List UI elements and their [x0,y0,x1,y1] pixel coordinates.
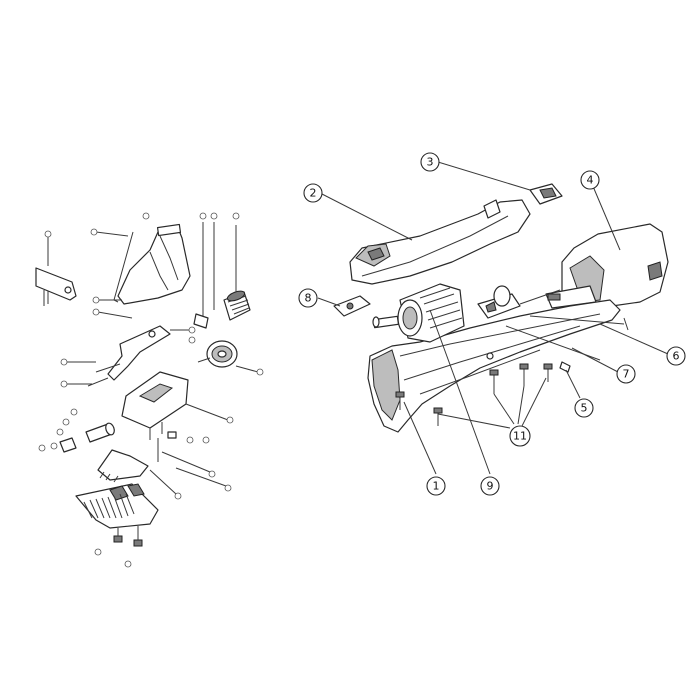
drive-gear [197,340,238,368]
callout-6: 6 [666,346,686,366]
callouts: 1 2 3 4 5 6 7 8 [298,152,686,496]
svg-text:11: 11 [513,430,527,443]
svg-text:4: 4 [587,174,594,187]
callout-2: 2 [303,183,323,203]
svg-text:5: 5 [581,402,588,415]
svg-text:8: 8 [305,292,312,305]
part-3-clip [529,183,563,205]
callout-3: 3 [420,152,440,172]
rubber-boot [117,223,191,305]
internal-board [477,285,561,319]
part-8-switch [333,295,371,317]
part-9-motor [372,283,465,343]
right-leader-lines [317,161,669,475]
svg-text:7: 7 [623,368,630,381]
callout-7: 7 [616,364,636,384]
guard-plate [35,250,77,306]
svg-text:6: 6 [673,350,680,363]
callout-4: 4 [580,170,600,190]
callout-5: 5 [574,398,594,418]
right-assembly [317,161,669,475]
blade-lever [87,325,171,387]
part-6-rod [529,315,629,331]
svg-text:1: 1 [433,480,440,493]
cutter-blade [97,449,149,483]
head-housing [121,371,189,440]
callout-11: 11 [509,425,531,447]
pins [193,222,215,329]
part-5-screw [559,361,571,373]
sleeve-tube [50,422,115,453]
callout-8: 8 [298,288,318,308]
callout-9: 9 [480,476,500,496]
screws-left [157,431,177,462]
left-assembly [35,212,264,568]
comb-blade [75,483,159,529]
rotor-spring [223,225,251,321]
part-4-rear-cap [545,223,669,311]
svg-text:2: 2 [310,187,317,200]
part-1-lower-housing [367,299,621,433]
blade-screws [113,526,143,547]
part-2-upper-housing [349,199,531,285]
svg-text:3: 3 [427,156,434,169]
svg-text:9: 9 [487,480,494,493]
left-mini-callouts [38,212,264,568]
callout-1: 1 [426,476,446,496]
